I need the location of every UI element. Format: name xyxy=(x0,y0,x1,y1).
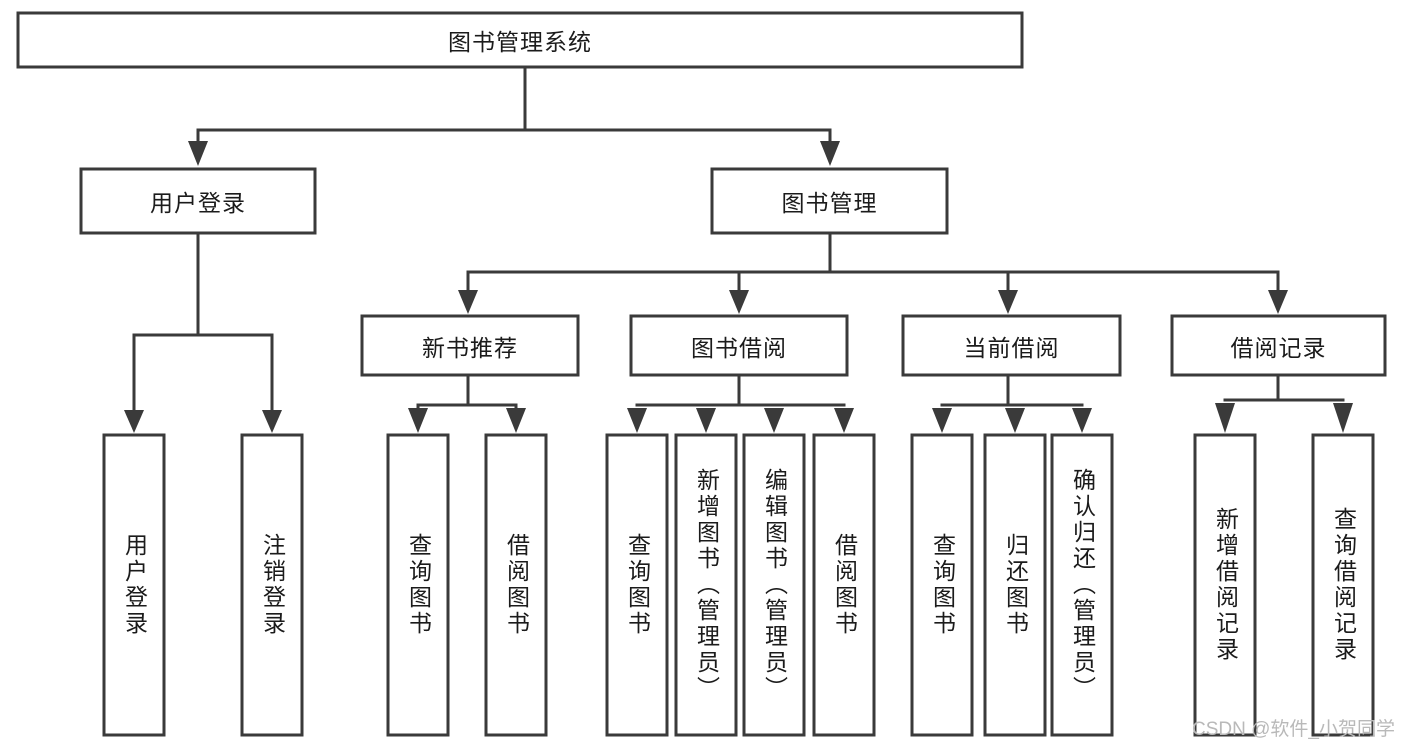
node-label-current-borrow: 当前借阅 xyxy=(963,334,1060,361)
arrow-head-leaf-query-book-2 xyxy=(627,408,647,433)
node-label-leaf-query-book-2: 查询图书 xyxy=(624,533,651,637)
arrow-head-user-login xyxy=(188,141,208,166)
node-box-leaf-user-login[interactable] xyxy=(102,433,166,737)
arrow-head-leaf-borrow-book-1 xyxy=(506,408,526,433)
arrow-head-leaf-query-book-1 xyxy=(408,408,428,433)
connector-root-to-level2 xyxy=(188,65,840,166)
arrow-head-leaf-query-record xyxy=(1333,403,1353,433)
node-label-book-manage: 图书管理 xyxy=(781,190,878,216)
node-box-leaf-query-record[interactable] xyxy=(1311,433,1375,737)
connector-current-borrow-to-leaves xyxy=(932,373,1092,433)
arrow-head-book-borrow xyxy=(729,290,749,314)
node-box-leaf-borrow-book-1[interactable] xyxy=(484,433,548,737)
node-label-leaf-user-login: 用户登录 xyxy=(121,533,148,637)
node-box-leaf-return-book[interactable] xyxy=(983,433,1047,737)
node-box-leaf-logout[interactable] xyxy=(240,433,304,737)
connector-new-book-recommend-to-leaves xyxy=(408,373,526,433)
node-label-leaf-add-book: 新增图书（管理员） xyxy=(693,468,720,702)
connector-borrow-record-to-leaves xyxy=(1215,373,1353,433)
node-box-new-book-recommend[interactable] xyxy=(360,314,580,377)
arrow-head-current-borrow xyxy=(998,290,1018,314)
node-box-leaf-query-book-3[interactable] xyxy=(910,433,974,737)
node-box-borrow-record[interactable] xyxy=(1170,314,1387,377)
arrow-head-new-book-recommend xyxy=(458,290,478,314)
node-box-leaf-edit-book[interactable] xyxy=(742,433,806,737)
node-label-leaf-query-book-1: 查询图书 xyxy=(405,533,432,637)
csdn-watermark: CSDN @软件_小贺同学 xyxy=(1192,719,1395,740)
arrow-head-leaf-edit-book xyxy=(764,408,784,433)
node-box-root[interactable] xyxy=(16,11,1024,69)
node-label-root: 图书管理系统 xyxy=(448,29,592,55)
node-box-current-borrow[interactable] xyxy=(901,314,1122,377)
connector-user-login-to-leaves xyxy=(124,231,282,433)
arrow-head-leaf-confirm-return xyxy=(1072,408,1092,433)
arrow-head-borrow-record xyxy=(1268,290,1288,314)
arrow-head-book-manage xyxy=(820,141,840,166)
arrow-head-leaf-add-book xyxy=(696,408,716,433)
node-box-leaf-borrow-book-2[interactable] xyxy=(812,433,876,737)
arrow-head-leaf-add-record xyxy=(1215,403,1235,433)
arrow-head-leaf-return-book xyxy=(1005,408,1025,433)
arrow-head-leaf-logout xyxy=(262,410,282,433)
node-label-leaf-confirm-return: 确认归还（管理员） xyxy=(1069,468,1096,702)
node-label-borrow-record: 借阅记录 xyxy=(1230,334,1327,361)
node-label-leaf-borrow-book-2: 借阅图书 xyxy=(831,533,858,637)
arrow-head-leaf-borrow-book-2 xyxy=(834,408,854,433)
node-label-book-borrow: 图书借阅 xyxy=(691,334,787,361)
node-box-leaf-add-record[interactable] xyxy=(1193,433,1257,737)
node-label-leaf-edit-book: 编辑图书（管理员） xyxy=(761,468,788,702)
node-box-book-borrow[interactable] xyxy=(629,314,849,377)
node-box-leaf-confirm-return[interactable] xyxy=(1050,433,1114,737)
arrow-head-leaf-query-book-3 xyxy=(932,408,952,433)
node-box-book-manage[interactable] xyxy=(710,167,949,235)
node-label-new-book-recommend: 新书推荐 xyxy=(422,334,518,361)
node-label-leaf-add-record: 新增借阅记录 xyxy=(1212,507,1239,663)
node-label-user-login: 用户登录 xyxy=(150,190,246,216)
node-box-leaf-add-book[interactable] xyxy=(674,433,738,737)
node-label-leaf-logout: 注销登录 xyxy=(259,533,286,637)
node-label-leaf-borrow-book-1: 借阅图书 xyxy=(503,533,530,637)
node-box-leaf-query-book-1[interactable] xyxy=(386,433,450,737)
node-label-leaf-query-book-3: 查询图书 xyxy=(929,533,956,637)
node-label-leaf-return-book: 归还图书 xyxy=(1002,533,1029,637)
connector-book-borrow-to-leaves xyxy=(627,373,854,433)
node-label-leaf-query-record: 查询借阅记录 xyxy=(1330,507,1357,663)
connector-book-manage-to-level3 xyxy=(458,231,1288,314)
node-box-user-login[interactable] xyxy=(79,167,317,235)
node-box-leaf-query-book-2[interactable] xyxy=(605,433,669,737)
arrow-head-leaf-user-login xyxy=(124,410,144,433)
